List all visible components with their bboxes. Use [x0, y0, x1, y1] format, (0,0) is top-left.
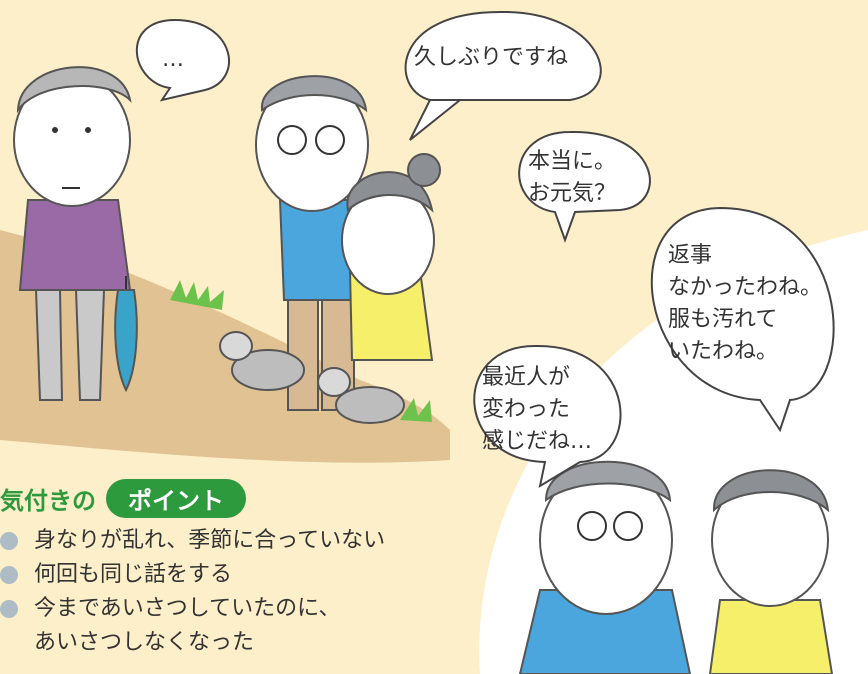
bullet-dot-icon: [0, 600, 18, 618]
dog-figures: [219, 331, 405, 424]
bubble-line: 変わった: [482, 397, 571, 422]
grass-right: [400, 398, 432, 422]
bullet-dot-icon: [0, 566, 18, 584]
speech-bubble-long-time: [404, 10, 602, 141]
bubble-line: お元気？: [528, 181, 617, 206]
speech-bubble-really: [518, 130, 651, 243]
bubble-line: 感じだね…: [482, 429, 593, 454]
point-item: 身なりが乱れ、季節に合っていない: [0, 524, 480, 558]
bubble-line: 返事: [668, 243, 713, 268]
bubble-line: いたわね。: [668, 339, 779, 364]
speech-bubble-no-reply: [650, 206, 835, 433]
point-list: 身なりが乱れ、季節に合っていない 何回も同じ話をする 今まであいさつしていたのに…: [0, 524, 480, 660]
point-badge: ポイント: [106, 478, 246, 518]
man-with-glasses-figure: [255, 75, 370, 411]
bubble-line: 本当に。: [528, 149, 617, 174]
point-item-text: 身なりが乱れ、季節に合っていない: [34, 528, 386, 553]
bubble-text-no-reply: 返事 なかったわね。 服も汚れて いたわね。: [668, 240, 822, 368]
bullet-dot-icon: [0, 532, 18, 550]
point-heading: 気付きの ポイント: [0, 478, 246, 518]
point-item-text: 何回も同じ話をする: [34, 562, 233, 587]
two-men-bottom-figure: [518, 460, 834, 674]
grass: [170, 280, 224, 310]
silent-man-figure: [13, 66, 138, 401]
point-item: 何回も同じ話をする: [0, 558, 480, 592]
bubble-line: なかったわね。: [668, 275, 823, 300]
speech-bubble-changed: [473, 344, 622, 489]
woman-figure: [341, 153, 441, 361]
point-heading-prefix: 気付きの: [0, 486, 96, 515]
bubble-text-really: 本当に。 お元気？: [528, 146, 616, 210]
speech-bubble-silence: [135, 18, 230, 102]
bubble-text-long-time: 久しぶりですね: [414, 45, 569, 70]
point-item-text: 今まであいさつしていたのに、: [34, 596, 341, 621]
point-item: 今まであいさつしていたのに、: [0, 592, 480, 626]
point-item-continuation: あいさつしなくなった: [0, 626, 480, 660]
bubble-text-silence: …: [162, 47, 184, 72]
point-item-text: あいさつしなくなった: [34, 630, 255, 655]
bubble-line: 服も汚れて: [668, 307, 778, 332]
bubble-text-changed: 最近人が 変わった 感じだね…: [482, 362, 592, 458]
bubble-line: 最近人が: [482, 365, 571, 390]
